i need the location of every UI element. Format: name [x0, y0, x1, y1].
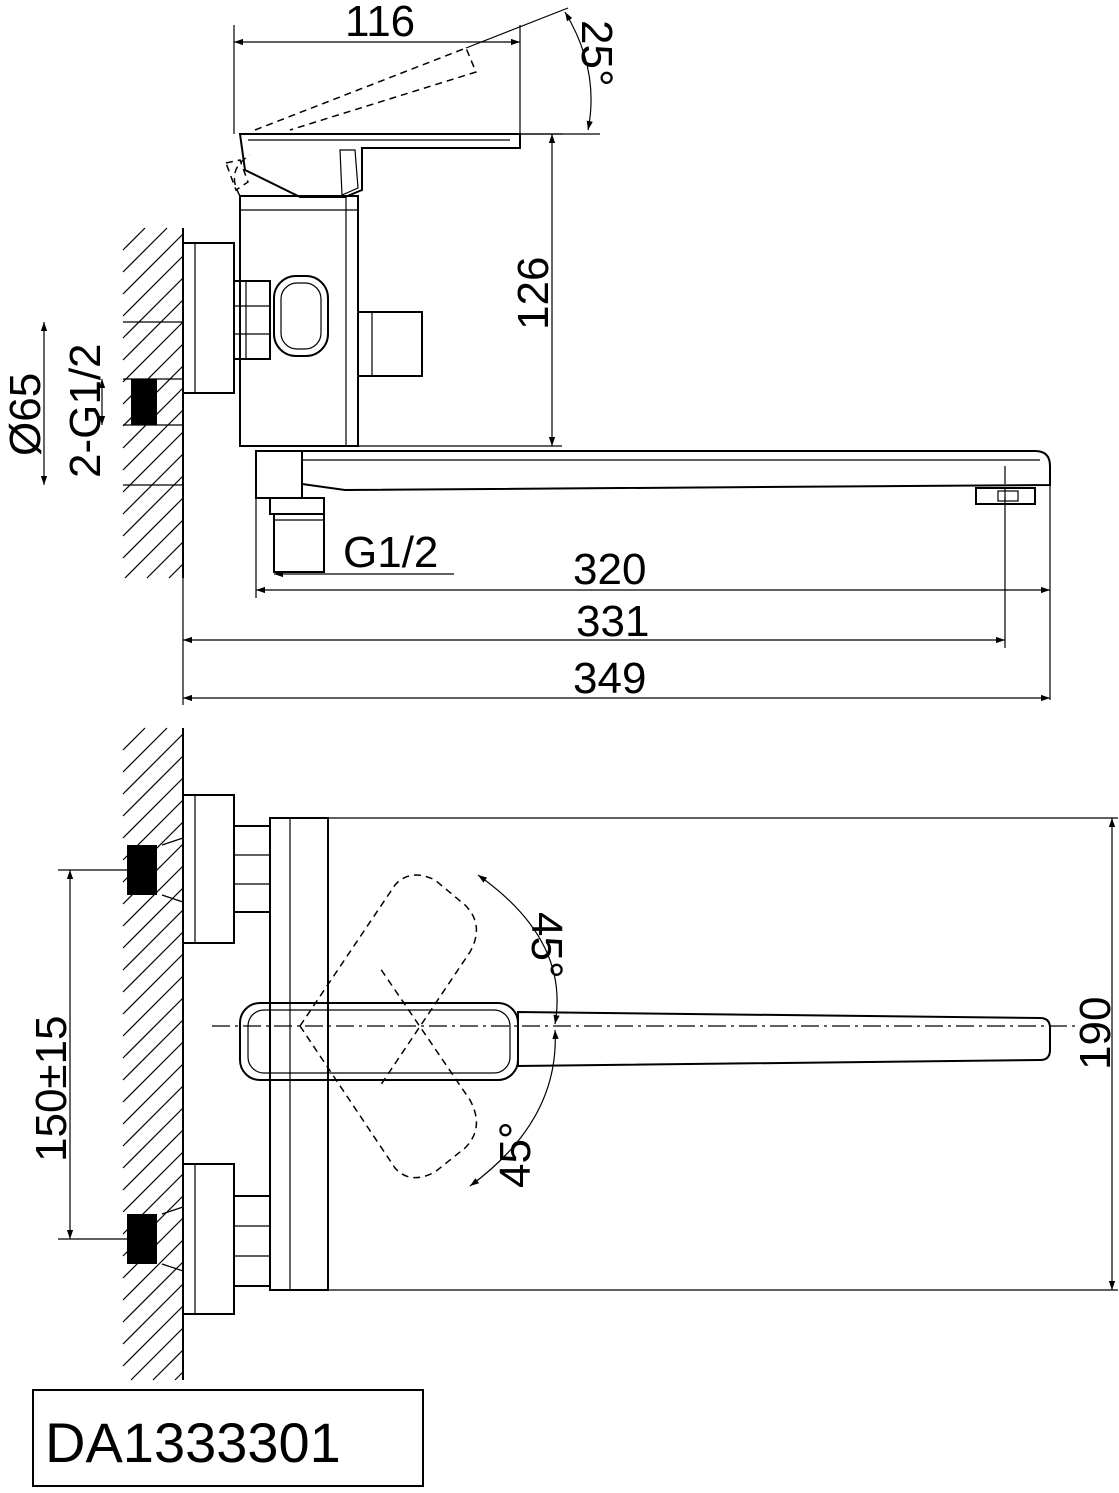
dimension-349: 349	[183, 654, 1050, 703]
body-bar	[269, 817, 1118, 1291]
hatch-line	[122, 1107, 184, 1169]
hatch-line	[122, 1305, 184, 1367]
dimension-d65: Ø65	[1, 322, 50, 485]
hatch-line	[122, 1239, 184, 1301]
model-code-box: DA1333301	[32, 1389, 424, 1487]
label-349: 349	[573, 654, 646, 703]
hatch-line	[122, 755, 184, 817]
hatch-line	[122, 727, 168, 773]
hatch-line	[122, 909, 184, 971]
hatch-line	[122, 453, 184, 515]
hatch-line	[122, 227, 146, 251]
label-25deg: 25°	[572, 20, 621, 87]
hatch-line	[122, 777, 184, 839]
label-331: 331	[576, 597, 649, 646]
hatch-line	[122, 321, 184, 383]
label-d65: Ø65	[1, 373, 50, 456]
lower-inlet	[127, 1163, 271, 1315]
hatch-line	[122, 1019, 184, 1081]
hatch-line	[122, 1261, 184, 1323]
label-2g12: 2-G1/2	[61, 343, 110, 478]
handle-top	[239, 1002, 519, 1081]
hatch-line	[122, 931, 184, 993]
hatch-line	[122, 233, 184, 295]
threaded-inlet	[131, 379, 157, 425]
spout-top	[517, 1010, 1051, 1068]
hatch-line	[122, 299, 184, 361]
label-190: 190	[1071, 997, 1119, 1070]
label-116: 116	[345, 0, 415, 46]
hatch-line	[174, 1371, 184, 1381]
hatch-line	[122, 733, 184, 795]
dimension-190: 190	[1071, 818, 1119, 1290]
hatch-line	[122, 409, 184, 471]
dimension-150: 150±15	[27, 869, 127, 1240]
hatch-line	[168, 563, 184, 579]
hatch-line	[122, 227, 168, 273]
hatch-line	[122, 1283, 184, 1345]
label-45-upper: 45°	[522, 912, 571, 979]
upper-inlet	[127, 794, 271, 944]
spout	[255, 450, 1051, 573]
hatch-line	[146, 541, 184, 579]
hatch-line	[122, 1151, 184, 1213]
side-view: 116 25° 126 Ø65 2-G1/2 G1/2	[1, 0, 1051, 705]
label-126: 126	[509, 257, 558, 330]
dimension-45deg: 45° 45°	[469, 874, 571, 1188]
label-45-lower: 45°	[491, 1121, 540, 1188]
hatch-line	[122, 1063, 184, 1125]
label-g12: G1/2	[343, 528, 438, 577]
lever-handle	[224, 47, 521, 198]
hatch-line	[122, 255, 184, 317]
hatch-line	[122, 727, 146, 751]
hatch-line	[122, 475, 184, 537]
label-150: 150±15	[27, 1015, 76, 1162]
dimension-2g12: 2-G1/2	[61, 343, 110, 478]
hatch-line	[122, 865, 184, 927]
wall-hatch-top	[122, 227, 184, 579]
hatch-line	[122, 1129, 184, 1191]
label-320: 320	[573, 545, 646, 594]
hatch-line	[124, 519, 184, 579]
hatch-line	[122, 953, 184, 1015]
hatch-line	[130, 1327, 184, 1381]
hatch-line	[122, 431, 184, 493]
hatch-line	[122, 277, 184, 339]
hatch-line	[122, 975, 184, 1037]
dimension-126: 126	[358, 133, 562, 447]
hatch-line	[122, 887, 184, 949]
plan-view: 45° 45° 150±15 190	[27, 727, 1119, 1381]
handle-rotated-positions	[299, 874, 478, 1179]
dimension-331: 331	[182, 578, 1005, 705]
dimension-g12: G1/2	[274, 528, 454, 578]
dimension-116: 116	[233, 0, 521, 134]
hatch-line	[122, 1085, 184, 1147]
mixer-body	[239, 195, 423, 447]
dimension-25deg: 25°	[465, 7, 621, 135]
model-code: DA1333301	[45, 1411, 341, 1474]
wall-hatch-bottom	[122, 727, 184, 1381]
hatch-line	[152, 1349, 184, 1381]
dimension-320: 320	[255, 466, 1051, 700]
hatch-line	[122, 1041, 184, 1103]
hatch-line	[122, 497, 184, 559]
hatch-line	[122, 997, 184, 1059]
wall-flange	[182, 242, 235, 394]
